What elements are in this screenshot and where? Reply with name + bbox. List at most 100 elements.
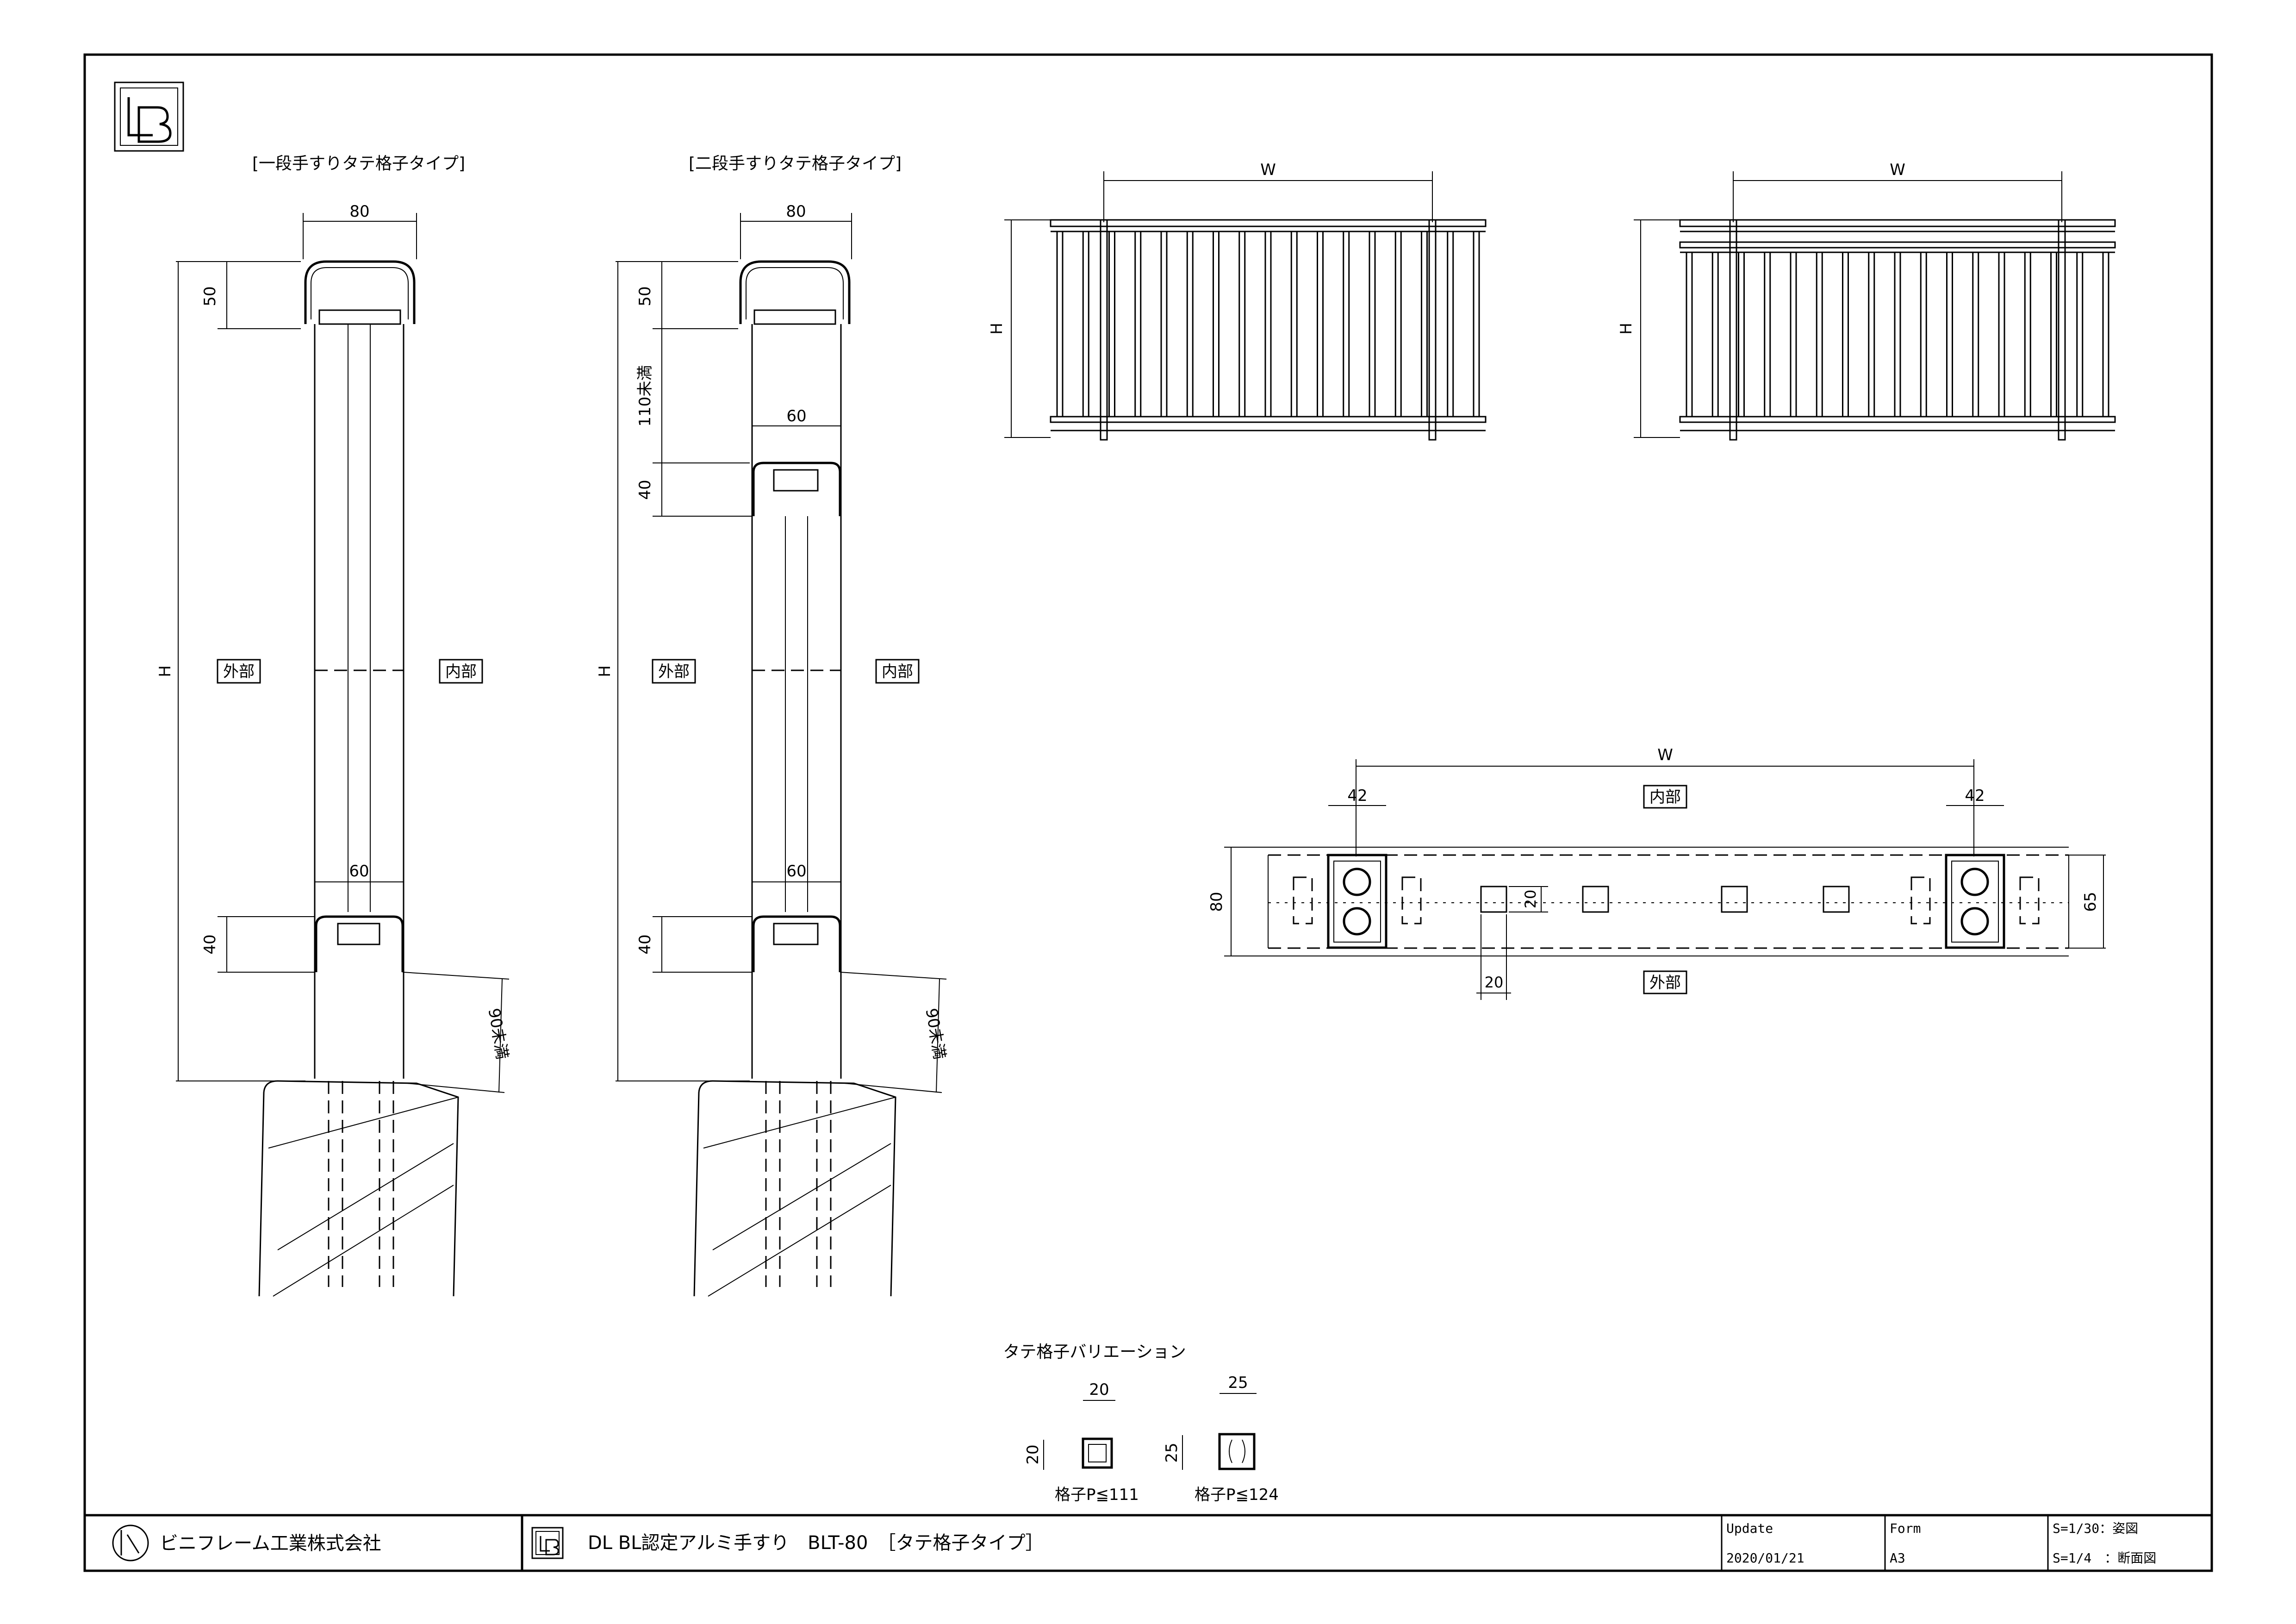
label-interior-left: 内部 bbox=[445, 662, 477, 681]
elev1-baluster bbox=[1160, 231, 1168, 418]
plan-baluster-width: 20 bbox=[1485, 974, 1504, 991]
elev1-width: W bbox=[1260, 161, 1276, 179]
title-block: ビニフレーム工業株式会社 DL BL認定アルミ手すり BLT-80 ［タテ格子タ… bbox=[85, 1514, 2212, 1571]
dim-top-rail-height: 50 bbox=[201, 286, 219, 306]
dim-top-rail-width-2: 80 bbox=[786, 202, 806, 221]
plan-post-width-right: 42 bbox=[1965, 787, 1985, 805]
form-value: A3 bbox=[1890, 1550, 1905, 1566]
elev1-baluster bbox=[1108, 231, 1115, 418]
dim-bottom-rail-height: 40 bbox=[201, 934, 219, 954]
form-label: Form bbox=[1890, 1521, 1921, 1536]
elev1-baluster bbox=[1186, 231, 1194, 418]
elev1-baluster bbox=[1238, 231, 1246, 418]
dim-bottom-rail-width: 60 bbox=[349, 862, 369, 881]
plan-width: W bbox=[1657, 746, 1673, 764]
plan-section: W 42 42 内部 外部 80 65 bbox=[1207, 746, 2106, 1000]
label-interior-left-box bbox=[439, 659, 483, 684]
plan-exterior-label: 外部 bbox=[1649, 974, 1681, 992]
plan-depth: 80 bbox=[1207, 892, 1226, 912]
elev1-baluster bbox=[1394, 231, 1402, 418]
dim-mid-rail-height: 40 bbox=[636, 480, 654, 500]
variation-25-height: 25 bbox=[1163, 1443, 1181, 1462]
variation-20-pitch: 格子P≦111 bbox=[1055, 1486, 1139, 1504]
dim-height-h-2: H bbox=[596, 665, 614, 677]
dim-bottom-gap-left: 90未満 bbox=[484, 1007, 511, 1061]
dim-top-rail-width: 80 bbox=[349, 202, 369, 221]
label-interior-right: 内部 bbox=[882, 662, 913, 681]
elev1-baluster bbox=[1369, 231, 1376, 418]
elev2-baluster bbox=[1920, 251, 1927, 418]
elevation-single-rail: W H bbox=[988, 161, 1487, 441]
elev2-baluster bbox=[1738, 251, 1745, 418]
elev2-baluster bbox=[1686, 251, 1693, 418]
plan-baluster-depth: 20 bbox=[1522, 890, 1539, 909]
variation-25: 25 25 格子P≦124 bbox=[1163, 1374, 1279, 1504]
scale-1: S=1/30：姿図 bbox=[2053, 1521, 2138, 1536]
product-logo-icon bbox=[531, 1527, 564, 1559]
dim-bottom-gap-right: 90未満 bbox=[921, 1007, 949, 1061]
variation-20: 20 20 格子P≦111 bbox=[1024, 1380, 1139, 1504]
elev1-baluster bbox=[1290, 231, 1298, 418]
elev2-baluster bbox=[1868, 251, 1875, 418]
left-section-title: [一段手すりタテ格子タイプ] bbox=[252, 154, 465, 173]
elev1-height: H bbox=[988, 323, 1006, 335]
label-interior-right-box bbox=[875, 659, 920, 684]
label-exterior-left: 外部 bbox=[223, 662, 255, 681]
elev1-baluster bbox=[1082, 231, 1089, 418]
lb-logo-icon bbox=[114, 81, 184, 152]
elev2-baluster bbox=[2024, 251, 2031, 418]
elev2-baluster bbox=[1946, 251, 1953, 418]
elev1-baluster bbox=[1134, 231, 1142, 418]
elev2-width: W bbox=[1890, 161, 1905, 179]
plan-post-left bbox=[1293, 854, 1422, 949]
baluster-variations: タテ格子バリエーション 20 20 格子P≦111 25 25 格子P≦124 bbox=[1003, 1343, 1279, 1504]
company-logo-icon bbox=[112, 1524, 149, 1562]
update-value: 2020/01/21 bbox=[1726, 1550, 1804, 1566]
plan-inner-depth: 65 bbox=[2081, 892, 2100, 912]
elev1-baluster bbox=[1343, 231, 1350, 418]
dim-gap-limit: 110未満 bbox=[636, 365, 654, 427]
dim-bottom-rail-width-2: 60 bbox=[786, 862, 806, 881]
label-exterior-right: 外部 bbox=[658, 662, 690, 681]
elev1-baluster bbox=[1421, 231, 1428, 418]
elev2-baluster bbox=[1998, 251, 2005, 418]
label-exterior-right-box bbox=[652, 659, 696, 684]
plan-interior-label: 内部 bbox=[1649, 788, 1681, 806]
scale-2: S=1/4 ：断面図 bbox=[2053, 1550, 2156, 1566]
elev1-baluster bbox=[1056, 231, 1064, 418]
variation-20-height: 20 bbox=[1024, 1444, 1042, 1464]
variation-25-pitch: 格子P≦124 bbox=[1195, 1486, 1279, 1504]
elev2-baluster bbox=[1711, 251, 1719, 418]
company-name: ビニフレーム工業株式会社 bbox=[160, 1533, 381, 1554]
label-exterior-left-box bbox=[217, 659, 261, 684]
elev1-baluster bbox=[1447, 231, 1454, 418]
elev2-baluster bbox=[1764, 251, 1771, 418]
elev2-baluster bbox=[2076, 251, 2084, 418]
elev2-baluster bbox=[2102, 251, 2109, 418]
dim-top-rail-height-2: 50 bbox=[636, 286, 654, 306]
variation-title: タテ格子バリエーション bbox=[1003, 1343, 1186, 1362]
plan-post-right bbox=[1910, 854, 2040, 949]
variation-20-width: 20 bbox=[1089, 1380, 1109, 1399]
product-title: DL BL認定アルミ手すり BLT-80 ［タテ格子タイプ］ bbox=[588, 1532, 1044, 1554]
variation-25-width: 25 bbox=[1228, 1374, 1248, 1392]
plan-post-width-left: 42 bbox=[1347, 787, 1367, 805]
single-rail-section: [一段手すりタテ格子タイプ] 80 50 H 外部 内部 bbox=[156, 154, 511, 1297]
dim-height-h: H bbox=[156, 665, 174, 677]
elev1-baluster bbox=[1473, 231, 1480, 418]
elev2-baluster bbox=[1894, 251, 1901, 418]
dim-mid-rail-width: 60 bbox=[786, 407, 806, 425]
dim-bottom-rail-height-2: 40 bbox=[636, 934, 654, 954]
elev2-baluster bbox=[1816, 251, 1823, 418]
double-rail-section: [二段手すりタテ格子タイプ] 80 50 H 110未満 60 40 bbox=[596, 154, 949, 1297]
elev2-height: H bbox=[1617, 323, 1636, 335]
elev1-baluster bbox=[1264, 231, 1272, 418]
elev2-baluster bbox=[2050, 251, 2057, 418]
elev2-baluster bbox=[1790, 251, 1797, 418]
elev2-baluster bbox=[1842, 251, 1849, 418]
update-label: Update bbox=[1726, 1521, 1773, 1536]
elevation-double-rail: W H bbox=[1617, 161, 2116, 441]
sheet-border bbox=[83, 53, 2213, 1572]
elev1-baluster bbox=[1213, 231, 1220, 418]
